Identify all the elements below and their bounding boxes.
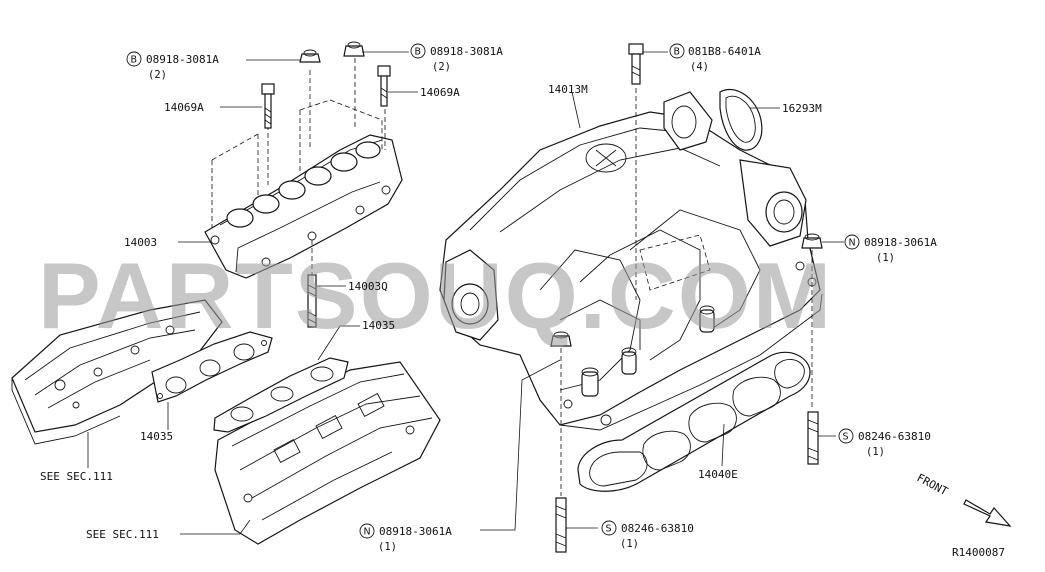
see-section-upper: SEE SEC.111 (40, 470, 113, 483)
part-code: 08918-3081A (146, 53, 219, 66)
bolt-collector (628, 43, 644, 300)
quantity: (1) (620, 538, 639, 550)
prefix-letter: N (849, 238, 856, 249)
callout-stud-s-bottom: S 08246-63810 (1) (601, 520, 694, 550)
diagram-id: R1400087 (952, 546, 1005, 559)
collector-gasket (577, 351, 811, 492)
part-code: 081B8-6401A (688, 45, 761, 58)
stud-14003q (307, 274, 317, 328)
label-collector-gasket: 14040E (698, 468, 738, 481)
front-label: FRONT (915, 471, 951, 498)
prefix-circle (359, 523, 375, 539)
callout-bolt-b-center: B 08918-3081A (2) (410, 43, 503, 73)
part-code: 08246-63810 (858, 430, 931, 443)
prefix-letter: B (674, 47, 681, 58)
quantity: (1) (866, 446, 885, 458)
prefix-circle (838, 428, 854, 444)
alignment-lines-left (211, 58, 386, 280)
callout-stud-s-right: S 08246-63810 (1) (838, 428, 931, 458)
left-gasket (151, 331, 273, 403)
front-indicator: FRONT (915, 471, 1012, 527)
label-gasket-right: 14035 (362, 319, 395, 332)
callout-bolt-b-left: B 08918-3081A (2) (126, 51, 219, 81)
quantity: (2) (432, 61, 451, 73)
bolt-center (377, 65, 391, 107)
intake-manifold-lower (204, 134, 403, 279)
label-intake-collector: 14013M (548, 83, 588, 96)
label-stud: 14003Q (348, 280, 388, 293)
bolt-left (261, 83, 275, 129)
nut-top-left (299, 49, 321, 63)
right-cylinder-head (214, 361, 441, 545)
prefix-letter: B (415, 47, 422, 58)
throttle-gasket (719, 88, 763, 151)
callout-bolt-b-right: B 081B8-6401A (4) (669, 43, 761, 73)
quantity: (4) (690, 61, 709, 73)
quantity: (2) (148, 69, 167, 81)
label-bolt-center: 14069A (420, 86, 460, 99)
prefix-letter: B (131, 55, 138, 66)
prefix-circle (601, 520, 617, 536)
left-cylinder-head (11, 299, 223, 445)
callout-nut-n-bottom: N 08918-3061A (1) (359, 523, 452, 553)
prefix-circle (126, 51, 142, 67)
prefix-letter: S (843, 432, 849, 443)
label-throttle-gasket: 16293M (782, 102, 822, 115)
prefix-letter: N (364, 527, 371, 538)
nut-bottom (550, 331, 572, 496)
quantity: (1) (876, 252, 895, 264)
intake-collector (439, 91, 823, 431)
prefix-circle (410, 43, 426, 59)
label-bolt-left: 14069A (164, 101, 204, 114)
watermark: PARTSOUQ.COM (38, 243, 833, 348)
prefix-circle (669, 43, 685, 59)
leader-lines (87, 51, 844, 535)
part-code: 08918-3061A (379, 525, 452, 538)
nut-top-center (343, 41, 365, 57)
prefix-letter: S (606, 524, 612, 535)
stud-bottom (555, 497, 567, 553)
nut-right (801, 233, 823, 410)
callout-nut-n-right: N 08918-3061A (1) (844, 234, 937, 264)
stud-right (807, 411, 819, 465)
label-gasket-left: 14035 (140, 430, 173, 443)
part-code: 08918-3081A (430, 45, 503, 58)
right-gasket (213, 357, 349, 433)
part-code: 08918-3061A (864, 236, 937, 249)
part-code: 08246-63810 (621, 522, 694, 535)
label-intake-manifold-lower: 14003 (124, 236, 157, 249)
see-section-lower: SEE SEC.111 (86, 528, 159, 541)
prefix-circle (844, 234, 860, 250)
quantity: (1) (378, 541, 397, 553)
